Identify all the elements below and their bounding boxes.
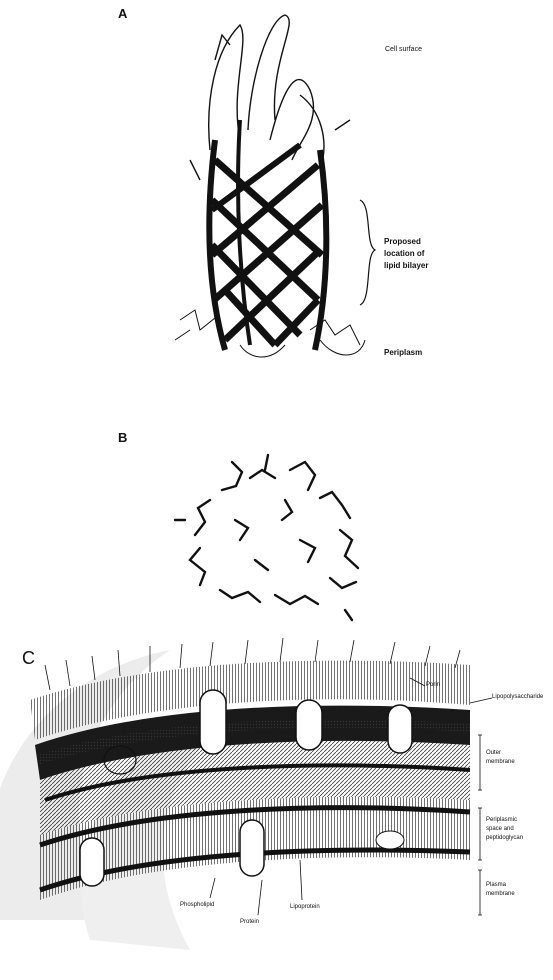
phospholipid-label: Phospholipid: [180, 900, 214, 911]
lipopolysaccharide-label: Lipopolysaccharide: [492, 692, 543, 703]
lipoprotein-label: Lipoprotein: [290, 902, 320, 913]
periplasmic-label-3: peptidoglycan: [486, 833, 523, 844]
porin-label: Porin: [426, 680, 440, 691]
protein-label: Protein: [240, 917, 259, 928]
outer-membrane-label-2: membrane: [486, 757, 515, 768]
cell-envelope-diagram: [0, 0, 553, 932]
plasma-membrane-label-2: membrane: [486, 889, 515, 900]
